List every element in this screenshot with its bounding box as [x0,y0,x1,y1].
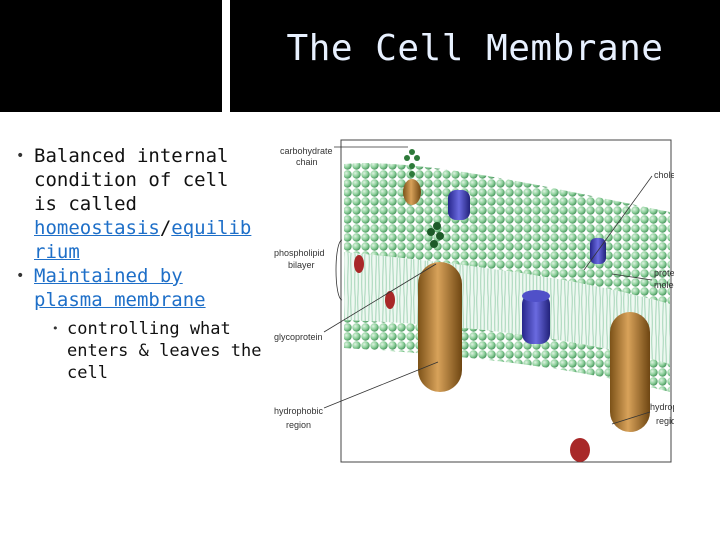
label-regions: regions [656,416,674,426]
glycoprotein-large [418,262,462,392]
label-chain: chain [296,157,318,167]
cholesterol-left [354,255,364,273]
protein-brown-right [610,312,650,432]
cholesterol-mid [385,291,395,309]
label-glycoprotein: glycoprotein [274,332,323,342]
protein-blue-top [448,190,470,220]
cell-membrane-diagram: carbohydrate chain cholesterol phospholi… [274,139,674,463]
channel-opening [522,290,550,302]
top-head-layer [344,163,670,304]
sub-bullet-dot: • [52,322,59,335]
label-carbohydrate: carbohydrate [280,146,333,156]
label-hydrophilic: hydrophilic [650,402,674,412]
bullet-dot: • [16,148,25,164]
label-molecule: molecule [654,280,674,290]
carbohydrate-chain [404,149,444,248]
header-bar-right [230,0,720,112]
glycoprotein-small [403,179,421,205]
label-cholesterol: cholesterol [654,170,674,180]
protein-blue-channel [522,294,550,344]
header-bar-left [0,0,222,112]
equilibrium-link[interactable]: equilibrium [34,217,252,263]
plasma-membrane-link[interactable]: Maintained by plasma membrane [34,265,206,311]
bullet-homeostasis: • Balanced internal condition of cell is… [12,144,262,264]
label-bilayer: bilayer [288,260,315,270]
cholesterol-bottom [570,438,590,462]
leader-lines [323,146,653,425]
bullet-list: • Balanced internal condition of cell is… [12,144,262,384]
label-phospholipid: phospholipid [274,248,325,258]
bullet-separator: / [159,217,172,239]
label-region: region [286,420,311,430]
label-hydrophobic: hydrophobic [274,406,324,416]
homeostasis-link[interactable]: homeostasis [34,217,160,239]
bullet-text: Balanced internal condition of cell is c… [34,145,229,215]
bullet-maintained: • Maintained by plasma membrane [12,264,262,312]
bullet-dot: • [16,268,25,284]
label-protein: protein [654,268,674,278]
slide-title: The Cell Membrane [286,28,664,69]
sub-bullet-text: controlling what enters & leaves the cel… [67,319,262,383]
sub-bullet-controlling: • controlling what enters & leaves the c… [12,318,262,384]
